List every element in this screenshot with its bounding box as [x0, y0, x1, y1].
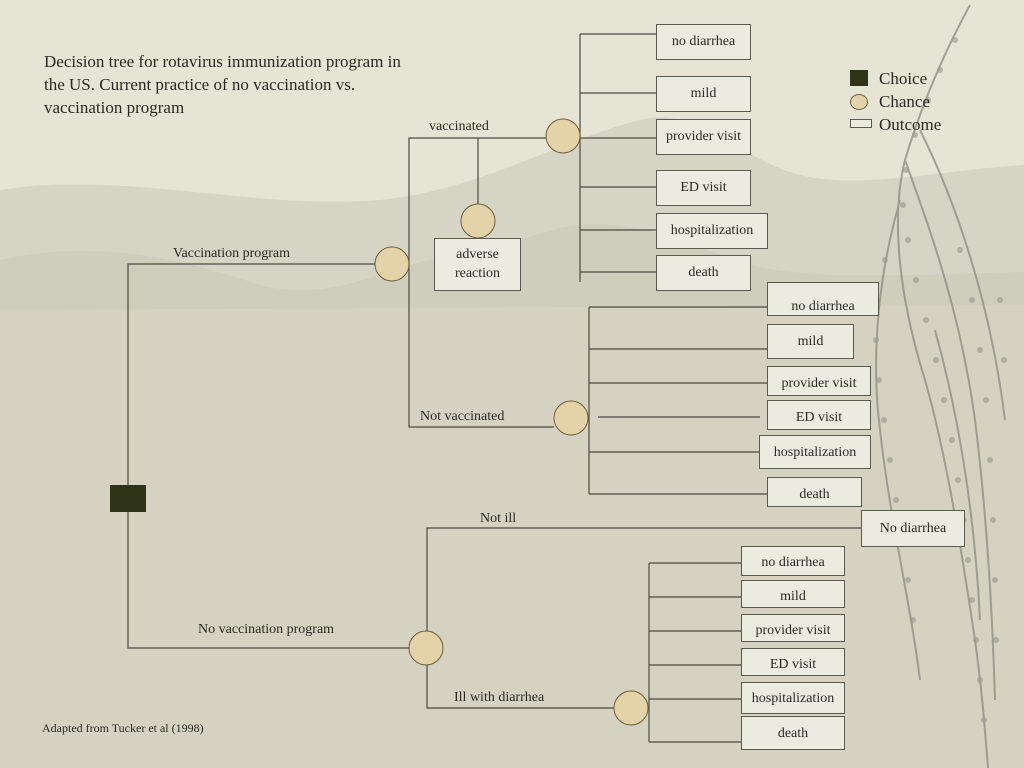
- outcome-not-vaccinated-death: death: [767, 477, 862, 507]
- outcome-box-icon: [850, 119, 872, 128]
- outcome-ill-death: death: [741, 716, 845, 750]
- choice-node: [110, 485, 146, 512]
- chance-node-adverse-reaction: [460, 203, 496, 239]
- diagram-title: Decision tree for rotavirus immunization…: [44, 52, 401, 117]
- outcome-vaccinated-death: death: [656, 255, 751, 291]
- outcome-not-vaccinated-provider-visit: provider visit: [767, 366, 871, 396]
- branch-label-not-vaccinated: Not vaccinated: [420, 409, 505, 424]
- choice-square-icon: [850, 70, 868, 86]
- branch-label-ill-with-diarrhea: Ill with diarrhea: [454, 690, 545, 705]
- outcome-vaccinated-no-diarrhea: no diarrhea: [656, 24, 751, 60]
- legend-choice-label: Choice: [879, 69, 928, 88]
- outcome-ill-mild: mild: [741, 580, 845, 608]
- branch-label-vaccinated: vaccinated: [429, 119, 489, 134]
- chance-node-no-vaccination-program: [408, 630, 444, 666]
- outcome-ill-ed-visit: ED visit: [741, 648, 845, 676]
- outcome-not-vaccinated-no-diarrhea: no diarrhea: [767, 282, 879, 316]
- outcome-not-vaccinated-hospitalization: hospitalization: [759, 435, 871, 469]
- outcome-vaccinated-provider-visit: provider visit: [656, 119, 751, 155]
- outcome-not-vaccinated-mild: mild: [767, 324, 854, 359]
- branch-label-no-vaccination-program: No vaccination program: [198, 622, 335, 637]
- outcome-ill-provider-visit: provider visit: [741, 614, 845, 642]
- source-footnote: Adapted from Tucker et al (1998): [42, 721, 204, 735]
- outcome-vaccinated-hospitalization: hospitalization: [656, 213, 768, 249]
- outcome-not-ill-no-diarrhea: No diarrhea: [861, 510, 965, 547]
- chance-node-ill-with-diarrhea: [613, 690, 649, 726]
- tree-connectors: [127, 33, 861, 743]
- branch-label-vaccination-program: Vaccination program: [173, 246, 291, 261]
- outcome-not-vaccinated-ed-visit: ED visit: [767, 400, 871, 430]
- outcome-vaccinated-ed-visit: ED visit: [656, 170, 751, 206]
- chance-circle-icon: [850, 94, 868, 110]
- chance-node-vaccinated: [545, 118, 581, 154]
- legend-chance-label: Chance: [879, 92, 930, 111]
- outcome-ill-no-diarrhea: no diarrhea: [741, 546, 845, 576]
- chance-node-not-vaccinated: [553, 400, 589, 436]
- branch-label-not-ill: Not ill: [480, 511, 517, 526]
- outcome-vaccinated-mild: mild: [656, 76, 751, 112]
- legend-outcome-label: Outcome: [879, 115, 942, 134]
- outcome-ill-hospitalization: hospitalization: [741, 682, 845, 714]
- chance-node-vaccination-program: [374, 246, 410, 282]
